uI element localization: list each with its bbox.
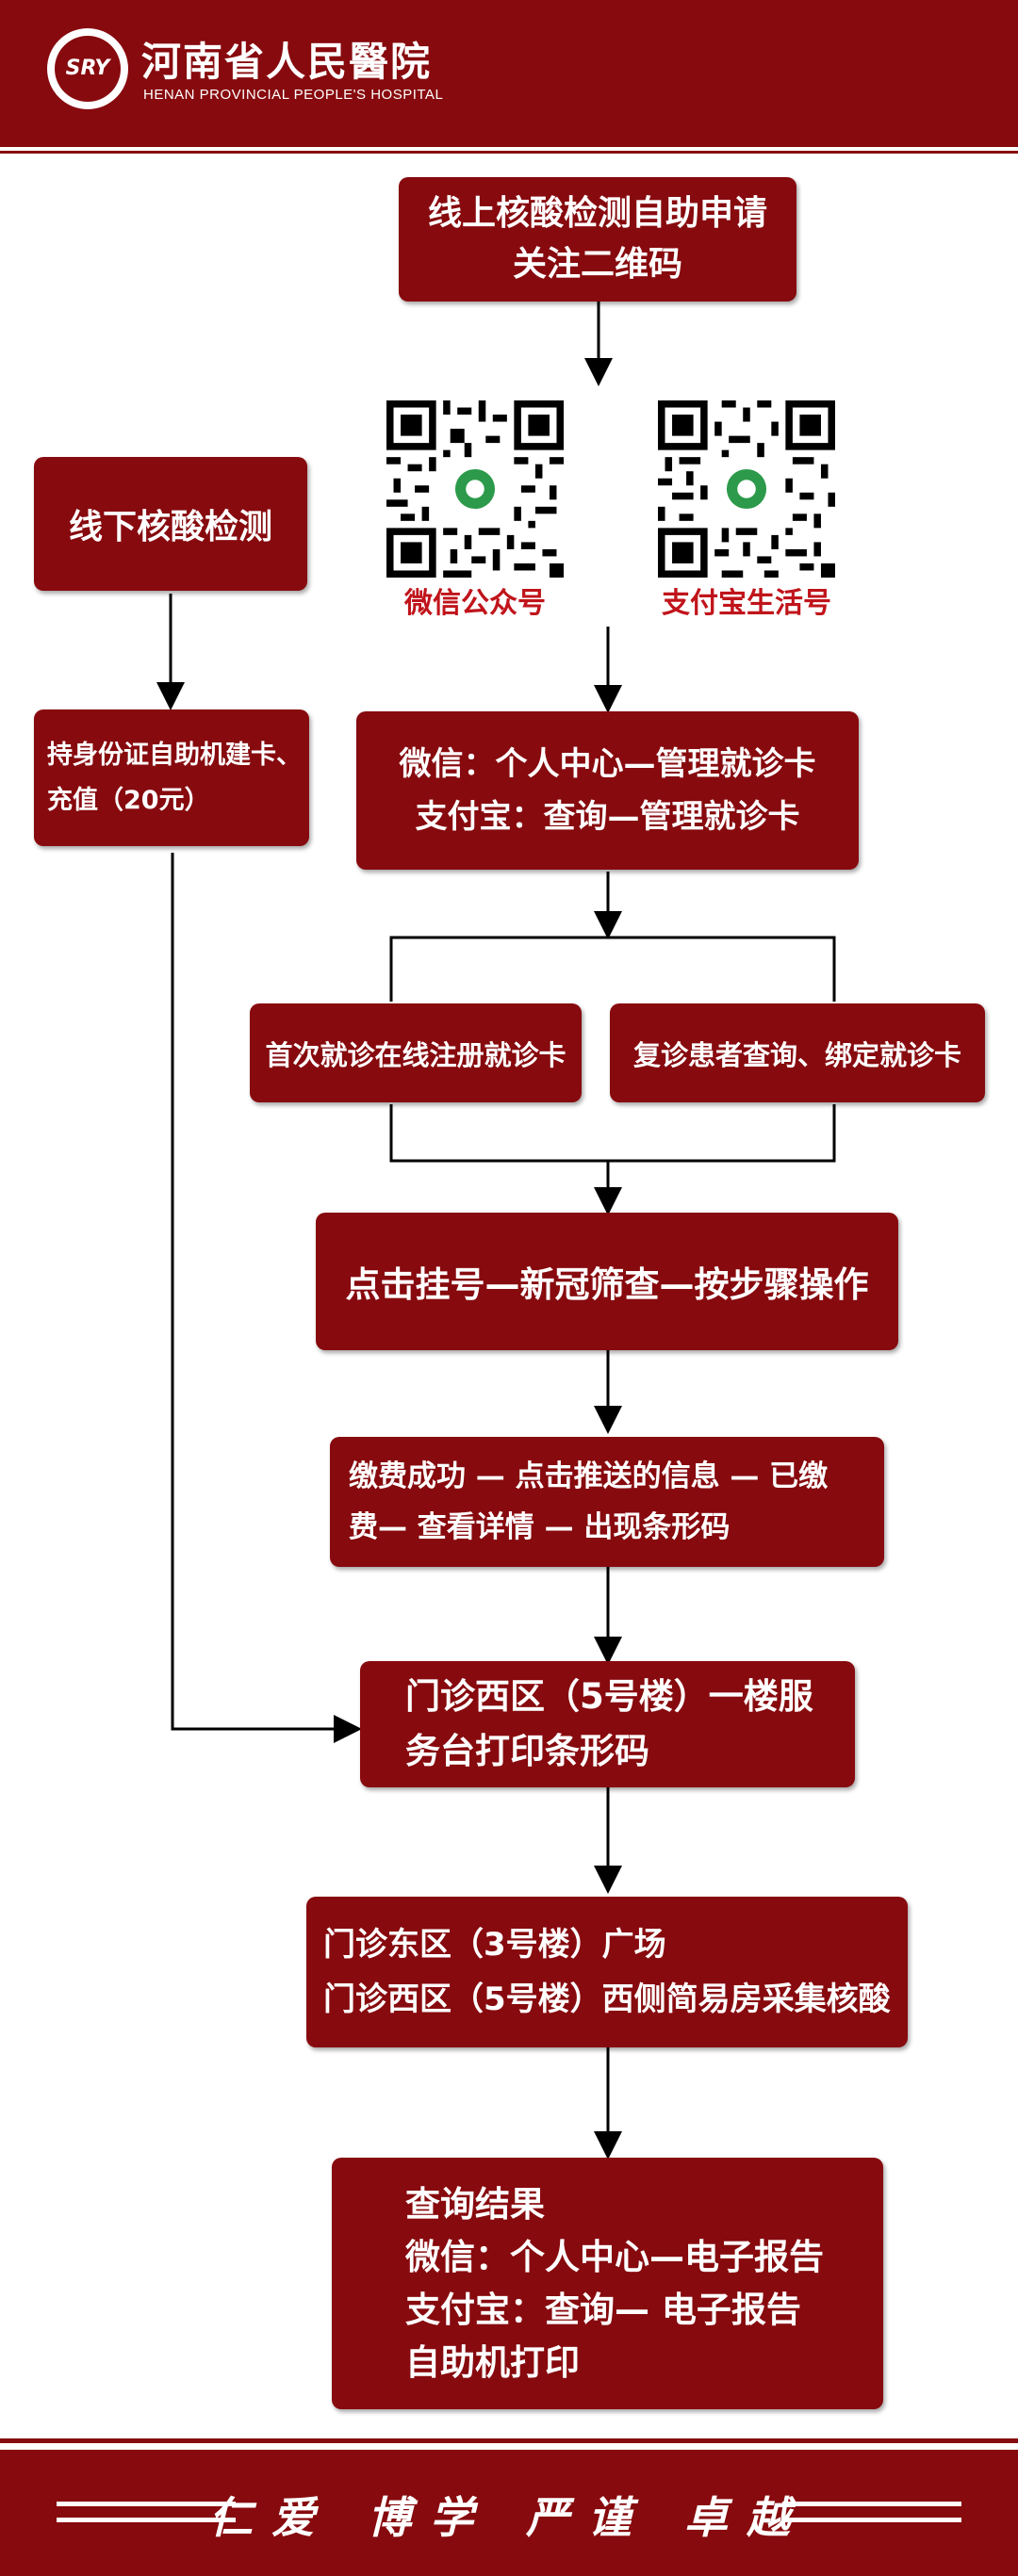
footer-dash-right-2 — [782, 2518, 961, 2522]
step-id-card-kiosk: 持身份证自助机建卡、 充值（20元） — [34, 709, 309, 846]
step-online-apply-line2: 关注二维码 — [512, 245, 682, 284]
step-register: 点击挂号—新冠筛查—按步骤操作 — [316, 1213, 898, 1350]
step-manage-card: 微信：个人中心—管理就诊卡 支付宝：查询—管理就诊卡 — [356, 711, 859, 870]
footer-dash-left-2 — [57, 2518, 236, 2522]
step-collect-sample: 门诊东区（3号楼）广场 门诊西区（5号楼）西侧简易房采集核酸 — [306, 1897, 908, 2047]
alipay-qr-label: 支付宝生活号 — [662, 587, 831, 620]
step-collect-sample-line1: 门诊东区（3号楼）广场 — [323, 1926, 666, 1964]
header-divider-thin — [0, 151, 1018, 154]
step-return-visit-label: 复诊患者查询、绑定就诊卡 — [632, 1038, 961, 1071]
footer-dash-left-1 — [57, 2502, 236, 2506]
step-payment: 缴费成功 — 点击推送的信息 — 已缴 费— 查看详情 — 出现条形码 — [330, 1437, 884, 1567]
hospital-footer — [0, 2450, 1018, 2576]
hospital-logo-mark: SRY — [55, 36, 121, 102]
step-register-label: 点击挂号—新冠筛查—按步骤操作 — [345, 1264, 869, 1305]
step-first-visit-label: 首次就诊在线注册就诊卡 — [265, 1038, 566, 1071]
hospital-name-cn: 河南省人民醫院 — [141, 39, 433, 85]
hospital-motto: 仁爱 博学 严谨 卓越 — [208, 2492, 810, 2543]
hospital-header — [0, 0, 1018, 141]
step-print-barcode-line1: 门诊西区（5号楼）一楼服 — [405, 1676, 813, 1717]
footer-dash-right-1 — [782, 2502, 961, 2506]
step-id-card-kiosk-line1: 持身份证自助机建卡、 — [47, 740, 302, 770]
arrow-kiosk-to-print — [171, 853, 362, 1743]
step-query-result-line4: 自助机打印 — [405, 2341, 580, 2383]
step-print-barcode-line2: 务台打印条形码 — [405, 1731, 649, 1771]
footer-divider — [0, 2438, 1018, 2443]
step-manage-card-line1: 微信：个人中心—管理就诊卡 — [399, 745, 816, 783]
step-return-visit: 复诊患者查询、绑定就诊卡 — [610, 1003, 985, 1102]
step-online-apply: 线上核酸检测自助申请 关注二维码 — [399, 177, 796, 302]
step-first-visit: 首次就诊在线注册就诊卡 — [250, 1003, 582, 1102]
step-online-apply-line1: 线上核酸检测自助申请 — [427, 194, 767, 233]
wechat-qr-label: 微信公众号 — [404, 587, 546, 620]
hospital-name-en: HENAN PROVINCIAL PEOPLE'S HOSPITAL — [143, 87, 444, 103]
step-offline-test: 线下核酸检测 — [34, 457, 307, 591]
step-payment-line2: 费— 查看详情 — 出现条形码 — [349, 1510, 731, 1544]
step-offline-test-label: 线下核酸检测 — [68, 508, 272, 546]
step-query-result-line3: 支付宝：查询— 电子报告 — [405, 2289, 801, 2330]
step-query-result: 查询结果 微信：个人中心—电子报告 支付宝：查询— 电子报告 自助机打印 — [332, 2158, 883, 2409]
header-divider — [0, 141, 1018, 147]
step-id-card-kiosk-line2: 充值（20元） — [47, 785, 210, 815]
alipay-qr-code-icon[interactable] — [658, 400, 835, 578]
split-bracket-bottom — [389, 1104, 836, 1163]
step-print-barcode: 门诊西区（5号楼）一楼服 务台打印条形码 — [360, 1661, 855, 1787]
step-query-result-line1: 查询结果 — [405, 2183, 545, 2225]
wechat-qr-code-icon[interactable] — [386, 400, 564, 578]
step-payment-line1: 缴费成功 — 点击推送的信息 — 已缴 — [349, 1459, 829, 1493]
step-collect-sample-line2: 门诊西区（5号楼）西侧简易房采集核酸 — [323, 1981, 891, 2018]
step-query-result-line2: 微信：个人中心—电子报告 — [405, 2236, 824, 2277]
split-bracket-top — [389, 936, 836, 1002]
hospital-logo-icon: SRY — [47, 28, 128, 109]
step-manage-card-line2: 支付宝：查询—管理就诊卡 — [415, 798, 800, 836]
